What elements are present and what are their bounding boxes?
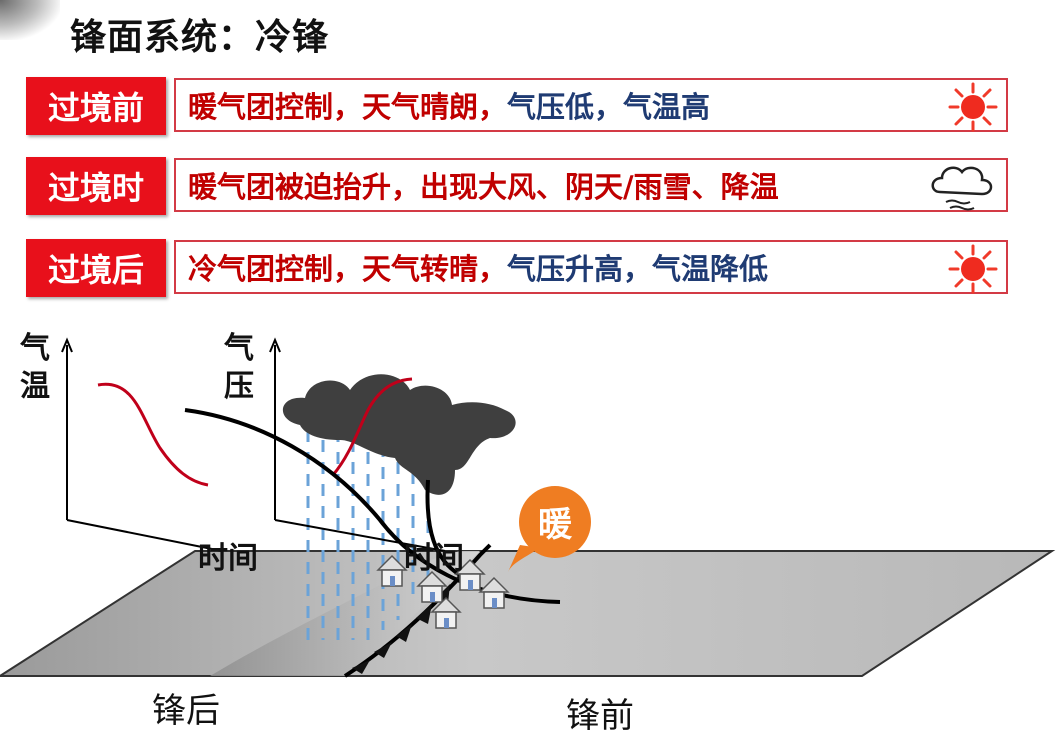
frontal-surface-line: [425, 479, 462, 577]
pressure-curve: [331, 377, 413, 476]
temp-axis-label-2: 温: [20, 369, 50, 404]
temperature-graph: [61, 337, 223, 552]
pressure-graph: [269, 337, 446, 552]
temp-axis-label-1: 气: [20, 331, 50, 366]
warm-badge: 暖: [508, 486, 591, 572]
row-text-navy: 气压低，气温高: [507, 90, 711, 124]
row-before-passage: 暖气团控制，天气晴朗，气压低，气温高: [174, 78, 1008, 132]
row-text-red: 冷气团控制，天气转晴，: [188, 252, 508, 286]
page-title: 锋面系统：冷锋: [70, 17, 330, 58]
tag-after-passage: 过境后: [26, 239, 166, 297]
tag-before-passage: 过境前: [26, 77, 166, 135]
sun-icon: [948, 244, 998, 301]
row-text-red: 暖气团被迫抬升，出现大风、阴天/雨雪、降温: [188, 170, 779, 204]
pressure-axis-label-2: 压: [224, 369, 254, 404]
row-text-red: 暖气团控制，天气晴朗，: [188, 90, 508, 124]
row-after-passage: 冷气团控制，天气转晴，气压升高，气温降低: [174, 240, 1008, 294]
storm-cloud: [282, 374, 516, 495]
pressure-axis-label-1: 气: [224, 331, 254, 366]
house-icons: [376, 554, 510, 629]
sun-icon: [948, 82, 998, 139]
row-text-navy: 气压升高，气温降低: [507, 252, 769, 286]
corner-decoration: [0, 0, 60, 40]
warm-badge-text: 暖: [538, 505, 573, 545]
behind-front-label: 锋后: [152, 691, 220, 731]
ahead-front-label: 锋前: [566, 696, 634, 736]
cloud-rain-icon: [928, 162, 998, 221]
row-during-passage: 暖气团被迫抬升，出现大风、阴天/雨雪、降温: [174, 158, 1008, 212]
pressure-time-label: 时间: [404, 541, 464, 576]
tag-during-passage: 过境时: [26, 157, 166, 215]
cold-front-diagram: 暖 气 温 气 压 时间 时间 锋后 锋前: [0, 331, 1056, 736]
ground-plane: [0, 550, 1056, 677]
temp-time-label: 时间: [198, 541, 258, 576]
temperature-curve: [97, 382, 209, 487]
